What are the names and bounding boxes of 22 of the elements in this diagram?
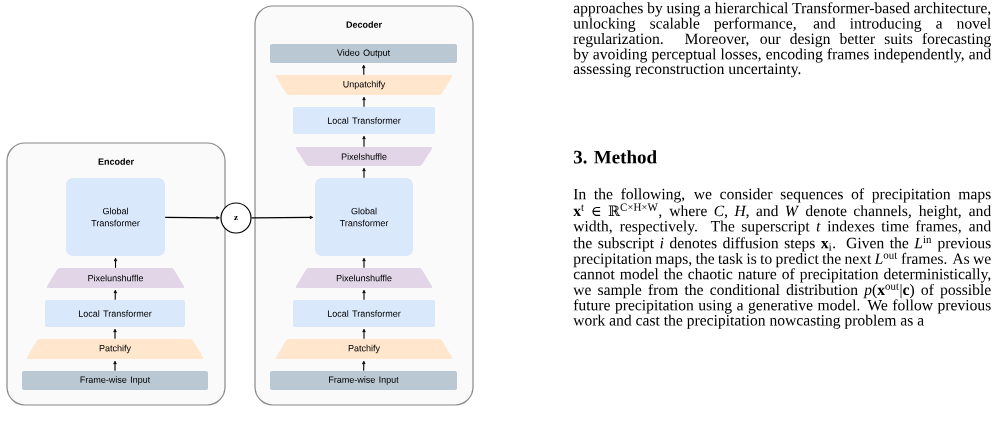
arrow <box>362 64 366 76</box>
arrow <box>362 135 366 148</box>
section-heading: 3. Method <box>573 150 657 164</box>
arrow <box>251 215 314 220</box>
arrow <box>113 360 117 372</box>
arrow <box>362 96 366 108</box>
arrow <box>362 167 366 179</box>
arrow <box>113 289 117 301</box>
block: Local Transformer <box>293 300 435 327</box>
block: Local Transformer <box>293 107 435 134</box>
paragraph: In the following, we consider sequences of precipitation maps x$^{t}$ ∈ ℝ$^{C×H×W}$, where C, H, and W denote channels, height, and width, respectively. The superscript t indexes time frames, and the subscript i denotes diffusion steps x$_{i}$. Given the L$^{in}$ previous precipitation maps, the task is to predict the next L$^{out}$ frames. As we cannot model the chaotic nature of precipitation deterministically, we sample from the conditional distribution p(x$^{out}$|c) of possible future precipitation using a generative model. We follow previous work and cast the precipitation nowcasting problem as a <box>573 188 991 329</box>
block: Local Transformer <box>45 300 185 327</box>
arrow <box>113 257 118 269</box>
arrow <box>362 289 366 301</box>
arrow <box>362 257 366 269</box>
arrow <box>362 360 366 372</box>
arrow <box>113 328 117 340</box>
arrow <box>362 328 366 340</box>
arrow <box>164 216 220 220</box>
paragraph: approaches by using a hierarchical Transformer-based architecture, unlocking scalable performance, and introducing a novel regularization. Moreover, our design better suits forecasting by avoiding perceptual losses, encoding frames independently, and assessing reconstruction uncertainty. <box>573 2 992 78</box>
block: Global Transformer <box>66 178 165 256</box>
block: Global Transformer <box>315 178 413 256</box>
